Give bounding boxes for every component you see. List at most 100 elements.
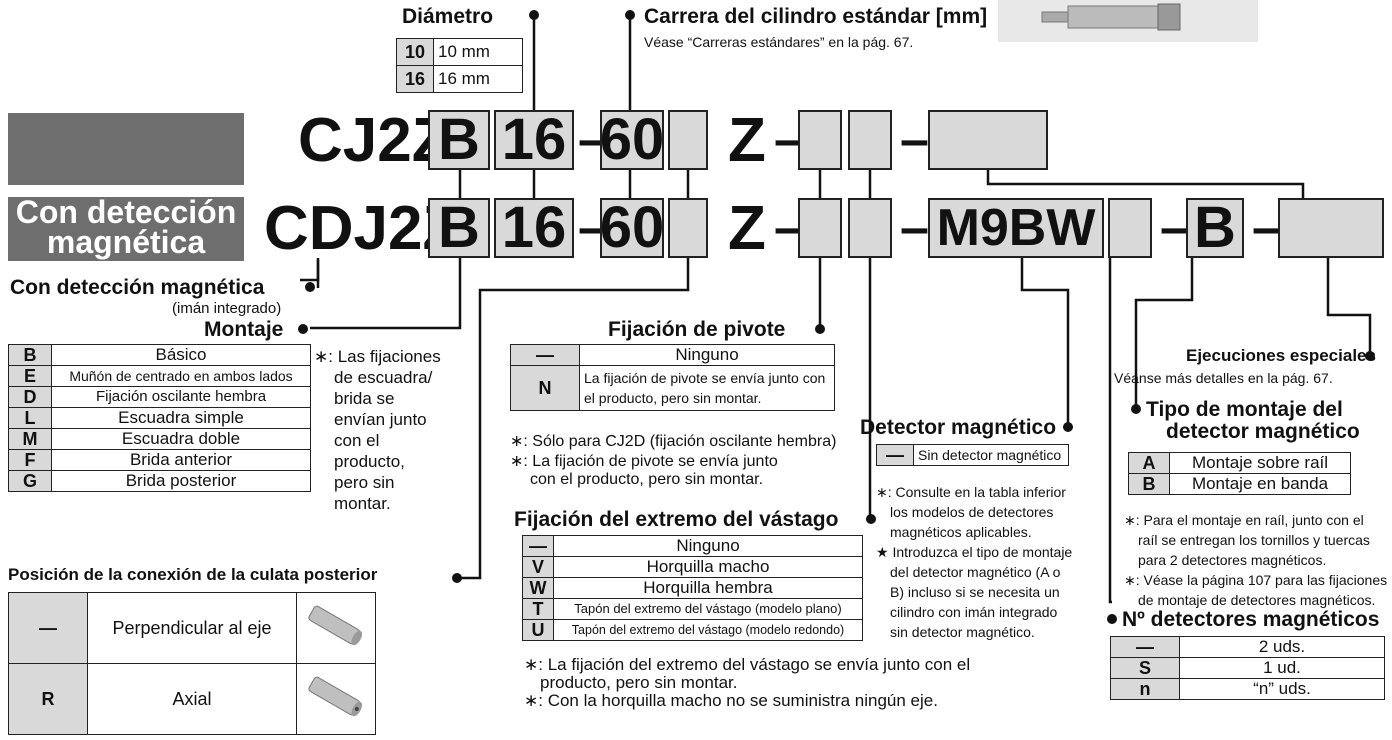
note-line: montar.	[334, 494, 391, 513]
table-code: E	[8, 365, 52, 387]
note-line: B) incluso si se necesita un	[890, 584, 1060, 600]
note-line: ∗: Véase la página 107 para las fijacion…	[1124, 572, 1388, 588]
note-line: sin detector magnético.	[890, 624, 1035, 640]
note-line: del detector magnético (A o	[890, 564, 1061, 580]
model2-mount: B	[428, 198, 490, 258]
model2-blank-box	[798, 198, 842, 258]
table-label: Horquilla hembra	[553, 577, 863, 599]
cylinder-image-cell	[296, 592, 376, 664]
table-label: Horquilla macho	[553, 556, 863, 578]
table-code: M	[8, 428, 52, 450]
model1-stroke: 60	[599, 107, 665, 172]
con-deteccion-title: Con detección magnética	[10, 276, 265, 299]
table-label: Ninguno	[579, 344, 835, 366]
table-code: B	[1128, 473, 1170, 495]
table-row: —Sin detector magnético	[876, 444, 1069, 466]
table-label: Escuadra doble	[51, 428, 311, 450]
table-code: 16	[396, 65, 434, 93]
table-label: 2 uds.	[1179, 636, 1385, 658]
table-label: Brida posterior	[51, 470, 311, 492]
table-label: Muñón de centrado en ambos lados	[51, 365, 311, 387]
model2-bore: 16	[494, 198, 574, 258]
tipo-montaje-title1: Tipo de montaje del	[1146, 398, 1343, 421]
table-label: Axial	[87, 663, 297, 735]
model2-prefix: CDJ2Z	[264, 194, 461, 263]
pivote-note3: con el producto, pero sin montar.	[530, 471, 764, 488]
posicion-title: Posición de la conexión de la culata pos…	[8, 565, 378, 584]
table-code: B	[8, 344, 52, 366]
model2-dash: –	[1160, 199, 1189, 257]
table-code: G	[8, 470, 52, 492]
model2-blank-box	[1278, 198, 1384, 258]
banner-line1: Con detección	[15, 194, 237, 230]
note-line: magnéticos aplicables.	[890, 524, 1032, 540]
model1-blank-box	[848, 110, 892, 170]
con-deteccion-dot	[305, 282, 315, 292]
table-code: —	[876, 444, 914, 466]
table-label: Tapón del extremo del vástago (modelo pl…	[553, 598, 863, 620]
cylinder-image-cell	[296, 663, 376, 735]
carrera-dot	[625, 10, 635, 20]
model2-switch: M9BW	[928, 198, 1104, 258]
pivote-dot	[815, 324, 825, 334]
detector-dot	[1063, 422, 1073, 432]
model2-z: Z	[728, 194, 766, 263]
model1-blank-box	[798, 110, 842, 170]
note-line: raíl se entregan los tornillos y tuercas	[1138, 532, 1370, 548]
table-label: Tapón del extremo del vástago (modelo re…	[553, 619, 863, 641]
table-code: D	[8, 386, 52, 408]
table-label: 1 ud.	[1179, 657, 1385, 679]
table-row: —2 uds.	[1110, 636, 1385, 658]
banner-blank	[8, 113, 244, 185]
table-row: —Ninguno	[510, 344, 835, 366]
model2-dash: –	[900, 199, 929, 257]
con-deteccion-sub: (imán integrado)	[172, 300, 282, 317]
model2-dash: –	[1252, 199, 1281, 257]
table-code: S	[1110, 657, 1180, 679]
model1-z: Z	[728, 106, 766, 175]
note-line: de escuadra/	[334, 368, 433, 387]
vastago-title: Fijación del extremo del vástago	[514, 508, 839, 531]
note-line: producto,	[334, 452, 405, 471]
model2-blank-box	[668, 198, 708, 258]
note-line: brida se	[334, 389, 395, 408]
table-label: 10 mm	[433, 38, 523, 66]
table-code: —	[1110, 636, 1180, 658]
pivote-note1: ∗: Sólo para CJ2D (fijación oscilante he…	[510, 433, 837, 450]
model1-dash: –	[900, 111, 929, 169]
table-code: R	[8, 663, 88, 735]
table-code: —	[522, 535, 554, 557]
ejecuciones-title: Ejecuciones especiales	[1186, 346, 1376, 365]
detector-table: —Sin detector magnético	[876, 444, 1069, 466]
diametro-dot	[529, 10, 539, 20]
table-code: U	[522, 619, 554, 641]
pivote-title: Fijación de pivote	[608, 318, 786, 341]
model1-bore: 16	[494, 110, 574, 170]
note-line: de montaje de detectores magnéticos.	[1138, 592, 1376, 608]
table-code: n	[1110, 678, 1180, 700]
table-label: Básico	[51, 344, 311, 366]
table-row: R Axial	[8, 663, 376, 735]
table-code: F	[8, 449, 52, 471]
detector-title: Detector magnético	[860, 416, 1057, 439]
model2-blank-box	[1108, 198, 1152, 258]
note-line: pero sin	[334, 473, 395, 492]
table-label: “n” uds.	[1179, 678, 1385, 700]
table-code: —	[510, 344, 580, 366]
table-label: Fijación oscilante hembra	[51, 386, 311, 408]
diametro-title: Diámetro	[402, 5, 494, 28]
tipo-montaje-notes: ∗: Para el montaje en raíl, junto con el…	[1124, 510, 1390, 610]
num-detectores-dot	[1107, 614, 1117, 624]
model2-band: B	[1186, 198, 1244, 258]
cylinder-axial-icon	[308, 676, 363, 716]
